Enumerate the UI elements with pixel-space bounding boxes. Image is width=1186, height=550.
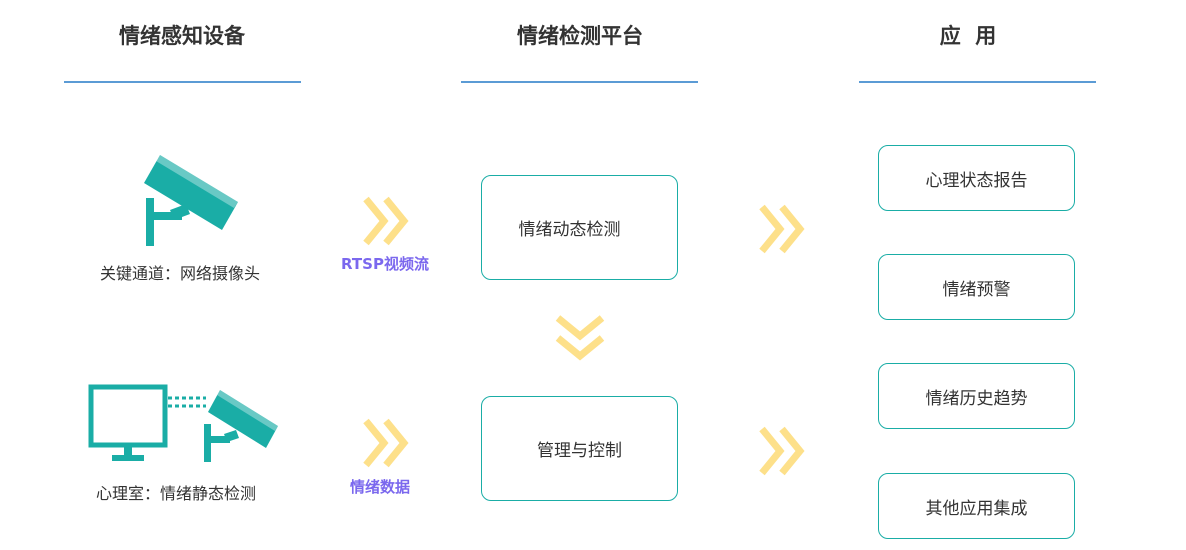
app-box-integration: 其他应用集成 xyxy=(878,473,1075,539)
double-chevron-right-icon xyxy=(363,418,409,468)
data-flow-label: 情绪数据 xyxy=(349,478,410,496)
dynamic-detection-box: 情绪动态检测 xyxy=(481,175,678,280)
devices-column-title: 情绪感知设备 xyxy=(119,24,245,48)
double-chevron-right-icon xyxy=(759,204,805,254)
platform-title-underline xyxy=(461,81,698,83)
double-chevron-right-icon xyxy=(759,426,805,476)
app-box-warning: 情绪预警 xyxy=(878,254,1075,320)
camera-device-label: 关键通道：网络摄像头 xyxy=(99,264,260,283)
cctv-camera-icon xyxy=(144,155,238,246)
app-label: 情绪历史趋势 xyxy=(925,388,1028,409)
management-box: 管理与控制 xyxy=(481,396,678,501)
app-label: 情绪预警 xyxy=(942,279,1011,300)
app-label: 心理状态报告 xyxy=(925,170,1028,191)
room-device-label: 心理室：情绪静态检测 xyxy=(95,484,256,503)
double-chevron-down-icon xyxy=(555,315,605,361)
dynamic-detection-label: 情绪动态检测 xyxy=(518,220,621,240)
stream-flow-label: RTSP视频流 xyxy=(341,255,429,273)
app-box-trend: 情绪历史趋势 xyxy=(878,363,1075,429)
cctv-camera-icon xyxy=(204,390,278,462)
devices-title-underline xyxy=(64,81,301,83)
app-box-report: 心理状态报告 xyxy=(878,145,1075,211)
app-label: 其他应用集成 xyxy=(925,498,1028,519)
monitor-icon xyxy=(88,384,206,461)
double-chevron-right-icon xyxy=(363,196,409,246)
platform-column-title: 情绪检测平台 xyxy=(517,24,643,48)
apps-column-title: 应 用 xyxy=(939,24,997,48)
apps-title-underline xyxy=(859,81,1096,83)
management-label: 管理与控制 xyxy=(537,441,622,461)
